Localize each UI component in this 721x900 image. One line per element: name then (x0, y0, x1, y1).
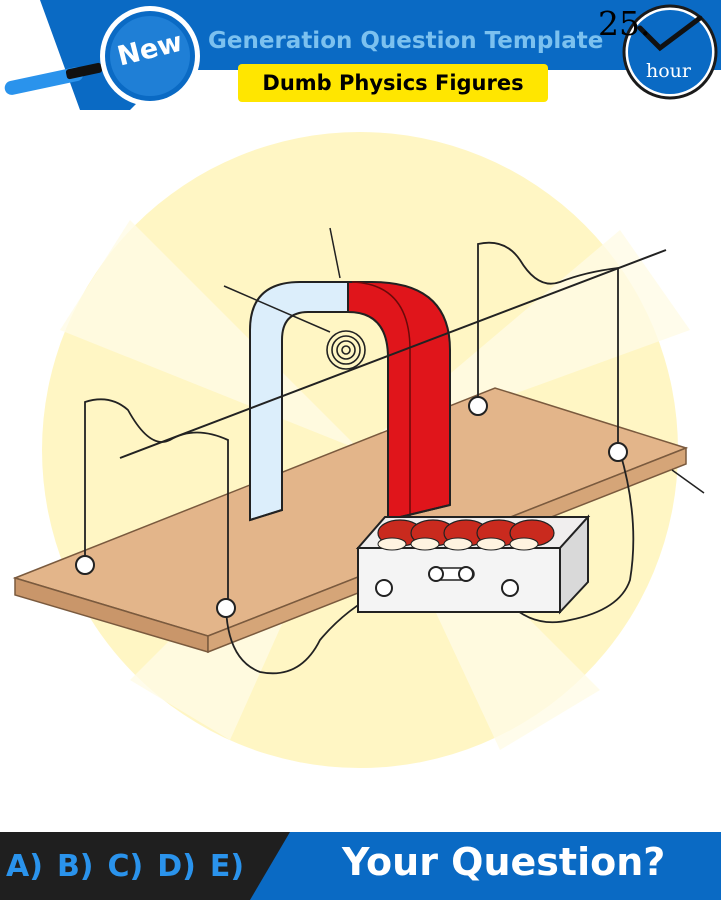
option-b[interactable]: B) (56, 848, 94, 884)
battery (355, 514, 591, 615)
terminal-right (608, 442, 628, 462)
footer-band (0, 832, 721, 900)
coil-spiral (326, 330, 366, 370)
checkmark-icon (637, 15, 703, 52)
template-title: Generation Question Template (208, 28, 604, 54)
label-line-top (329, 227, 341, 279)
terminals (75, 396, 628, 618)
battery-terminal-right (501, 579, 519, 597)
label-line-right (671, 469, 705, 494)
clock-unit: hour (646, 60, 691, 82)
option-d[interactable]: D) (157, 848, 196, 884)
option-c[interactable]: C) (107, 848, 144, 884)
clock-number: 25. (598, 4, 651, 43)
physics-figure (12, 132, 705, 768)
terminal-back (468, 396, 488, 416)
answer-options: A) B) C) D) E) (0, 832, 250, 900)
terminal-left (75, 555, 95, 575)
option-e[interactable]: E) (209, 848, 245, 884)
conducting-rod (119, 249, 667, 459)
battery-terminal-left (375, 579, 393, 597)
subtitle-text: Dumb Physics Figures (262, 71, 524, 95)
terminal-front (216, 598, 236, 618)
header-band (4, 0, 721, 110)
label-line-left (223, 285, 331, 333)
question-prompt: Your Question? (342, 840, 666, 884)
subtitle-badge: Dumb Physics Figures (238, 64, 548, 102)
clock-icon (622, 4, 718, 100)
wires (84, 241, 635, 675)
header-banner-shape (40, 0, 721, 110)
option-a[interactable]: A) (6, 848, 43, 884)
magnifier-icon (4, 6, 200, 106)
